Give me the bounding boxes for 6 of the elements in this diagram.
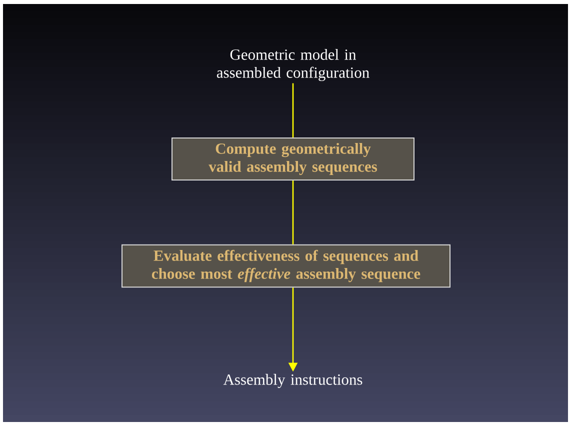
process-box: Evaluate effectiveness of sequences and choose most effective assembly sequence: [122, 244, 450, 288]
text-label: Assembly instructions: [223, 374, 362, 388]
connector-line: [292, 180, 294, 244]
text-label: Geometric model in assembled configuration: [216, 48, 370, 82]
process-box: Compute geometrically valid assembly sequences: [172, 137, 414, 181]
connector-line: [292, 83, 294, 138]
